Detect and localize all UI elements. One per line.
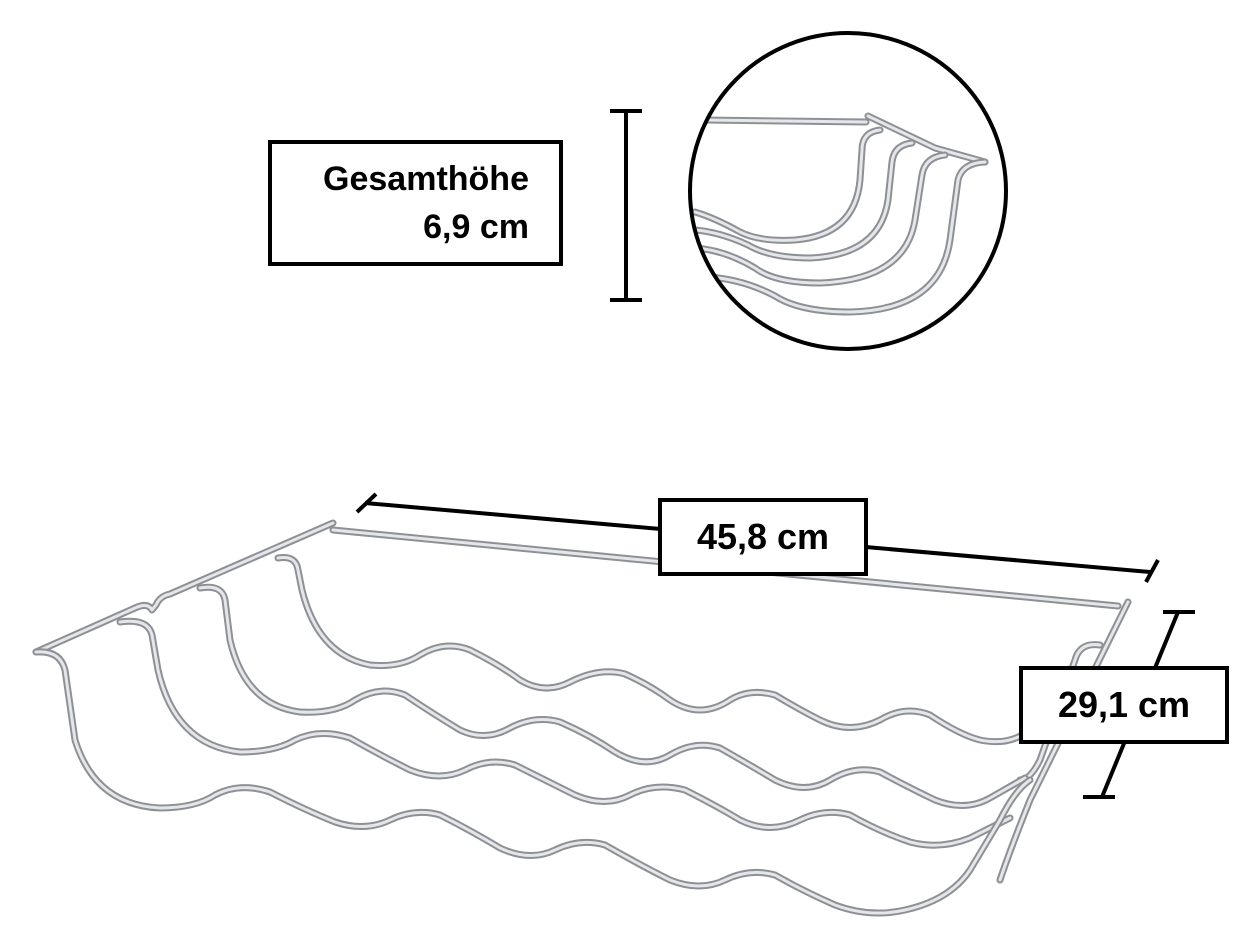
height-label-value: 6,9 cm (423, 208, 529, 246)
detail-hook-bar (864, 112, 989, 166)
height-label-box: Gesamthöhe 6,9 cm (268, 140, 563, 266)
depth-label-value: 29,1 cm (1057, 684, 1191, 725)
width-label-box: 45,8 cm (658, 498, 868, 576)
rack-wave-wire-2 (196, 583, 1029, 809)
detail-view-circle (688, 31, 1008, 351)
depth-label-box: 29,1 cm (1019, 666, 1229, 744)
rack-wave-wire-4 (32, 648, 1034, 917)
wine-rack-drawing (32, 519, 1132, 917)
rack-wave-wire-1 (274, 554, 1026, 746)
rack-left-hook-bar (32, 519, 337, 656)
detail-wires (691, 126, 989, 316)
height-dimension-marker (610, 109, 642, 302)
detail-top-rod (696, 116, 870, 126)
width-label-value: 45,8 cm (696, 516, 830, 557)
rack-wave-wire-3 (116, 617, 1014, 849)
height-label-title: Gesamthöhe (323, 160, 529, 198)
